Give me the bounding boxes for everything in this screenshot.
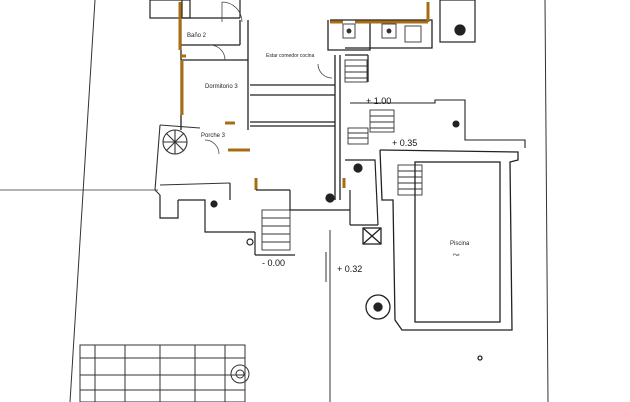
stairs: [261, 59, 423, 251]
room-label-porch: Porche 3: [201, 133, 226, 139]
upper-terrace: [350, 99, 526, 148]
accent-walls: [178, 2, 430, 190]
room-label-pool-sub: Pwl: [453, 252, 460, 257]
kitchen-fixtures: [342, 23, 422, 43]
room-label-bedroom: Dormitorio 3: [205, 84, 238, 90]
room-label-corridor: Estar comedor cocina: [266, 53, 315, 59]
room-label-bath: Baño 2: [187, 33, 207, 39]
plot-boundary: [0, 0, 549, 402]
top-structures: [149, 0, 476, 43]
level-terrace: + 0.35: [392, 138, 417, 148]
level-upper: + 1.00: [366, 96, 391, 106]
house-walls: [180, 19, 433, 200]
lower-wing: [159, 159, 379, 256]
room-label-pool: Piscina: [450, 241, 470, 247]
garden-edge: [325, 230, 331, 402]
level-garden: + 0.32: [337, 264, 362, 274]
level-ground: - 0.00: [262, 258, 285, 268]
door-swings: [204, 1, 333, 155]
pergola: [79, 344, 250, 402]
pool: [362, 149, 519, 361]
porch-area: [154, 124, 231, 196]
